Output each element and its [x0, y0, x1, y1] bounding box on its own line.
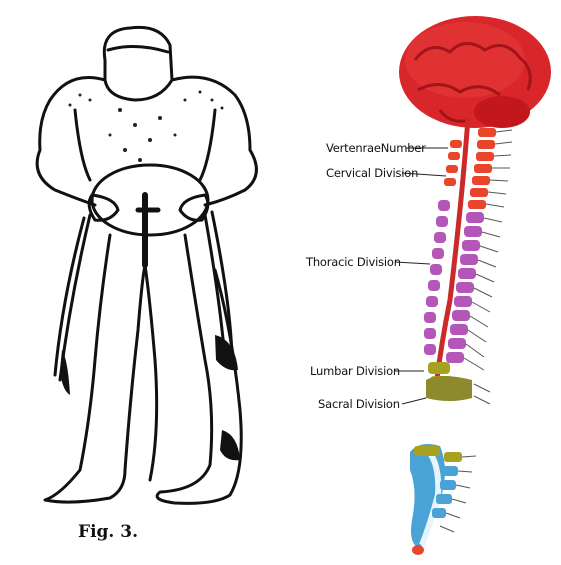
- thoracic-division-label: Thoracic Division: [306, 255, 401, 269]
- figure-caption: Fig. 3.: [78, 522, 138, 542]
- vertebrae-number-label: VertenraeNumber: [326, 141, 426, 155]
- brain-illustration: [399, 16, 551, 128]
- brain-and-spine-drawing: [290, 0, 561, 561]
- cervical-vertebrae: [444, 128, 496, 209]
- spine-diagram: VertenraeNumber Cervical Division Thorac…: [290, 0, 561, 561]
- lower-spine-inset: [410, 444, 476, 555]
- man-with-belt-drawing: [0, 0, 290, 561]
- vintage-figure-illustration: Fig. 3.: [0, 0, 290, 561]
- cervical-division-label: Cervical Division: [326, 166, 418, 180]
- lumbar-division-label: Lumbar Division: [310, 364, 400, 378]
- sacral-division-label: Sacral Division: [318, 397, 400, 411]
- sacral-vertebrae: [426, 376, 472, 401]
